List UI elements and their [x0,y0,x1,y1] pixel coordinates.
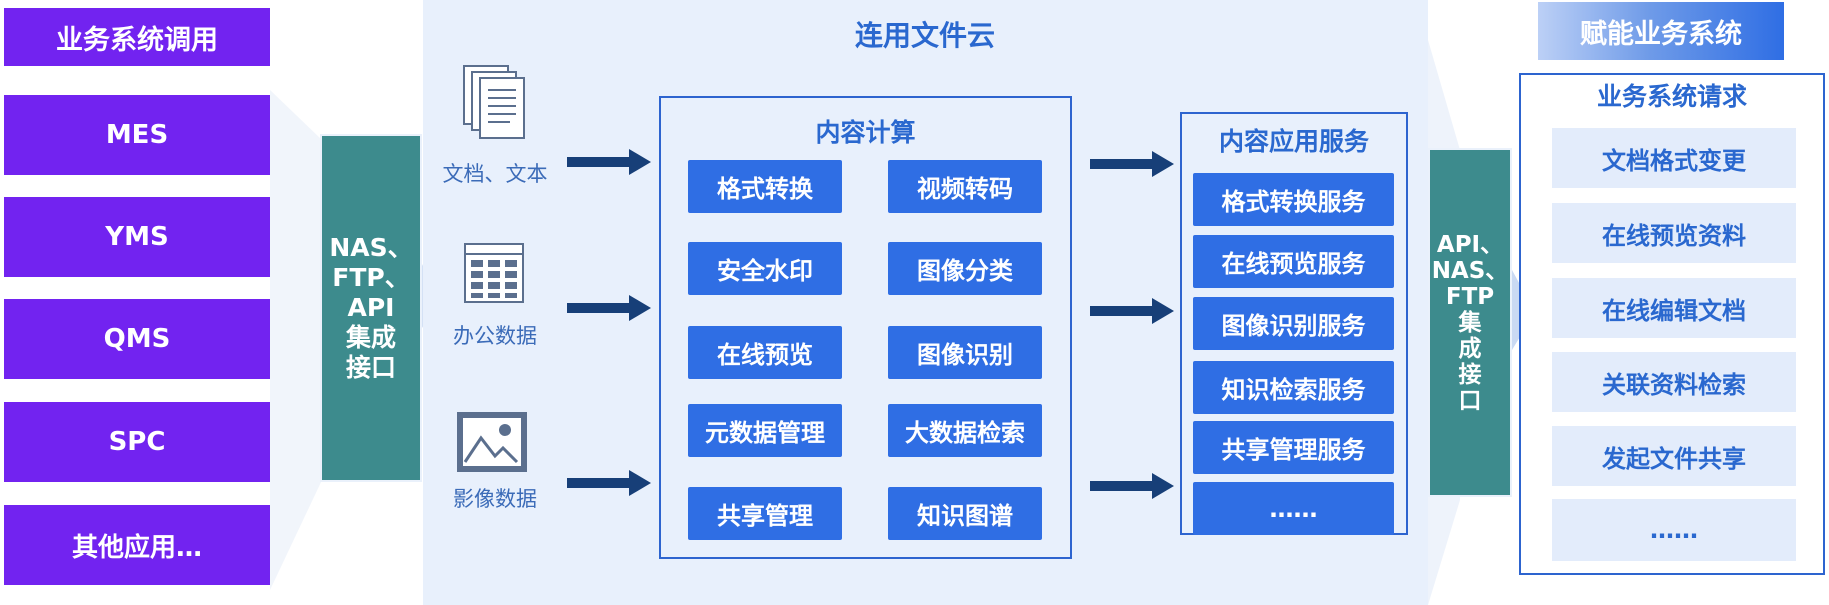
integration-interface-right: API、 NAS、 FTP 集 成 接 口 [1430,150,1510,495]
system-other[interactable]: 其他应用… [4,505,270,585]
compute-online-preview[interactable]: 在线预览 [688,326,842,379]
service-share-management[interactable]: 共享管理服务 [1193,421,1394,474]
service-more[interactable]: …… [1193,482,1394,535]
integration-interface-left: NAS、 FTP、 API 集成 接口 [322,136,420,480]
request-file-share[interactable]: 发起文件共享 [1552,426,1796,486]
left-funnel [270,90,322,590]
content-services-title: 内容应用服务 [1218,127,1369,156]
integration-left-label: NAS、 FTP、 API 集成 接口 [329,233,413,382]
compute-big-data-search[interactable]: 大数据检索 [888,404,1042,457]
system-spc[interactable]: SPC [4,402,270,482]
arrow-documents [567,149,651,175]
system-yms[interactable]: YMS [4,197,270,277]
arrow-compute-to-services-2 [1090,298,1174,324]
image-icon [457,412,527,472]
business-call-title: 业务系统调用 [4,8,270,66]
compute-video-transcode[interactable]: 视频转码 [888,160,1042,213]
arrow-compute-to-services-1 [1090,151,1174,177]
service-format-conversion[interactable]: 格式转换服务 [1193,173,1394,226]
compute-security-watermark[interactable]: 安全水印 [688,242,842,295]
enabled-business-title: 赋能业务系统 [1538,2,1784,60]
request-format-change[interactable]: 文档格式变更 [1552,128,1796,188]
source-label-images: 影像数据 [453,487,537,511]
request-related-search[interactable]: 关联资料检索 [1552,352,1796,412]
source-label-office: 办公数据 [453,324,537,348]
spreadsheet-icon [464,243,524,303]
compute-format-conversion[interactable]: 格式转换 [688,160,842,213]
compute-metadata-management[interactable]: 元数据管理 [688,404,842,457]
arrow-images [567,470,651,496]
system-mes[interactable]: MES [4,95,270,175]
arrow-compute-to-services-3 [1090,473,1174,499]
arrow-office [567,295,651,321]
compute-image-classification[interactable]: 图像分类 [888,242,1042,295]
service-knowledge-search[interactable]: 知识检索服务 [1193,361,1394,414]
source-label-documents: 文档、文本 [442,162,548,186]
request-online-preview[interactable]: 在线预览资料 [1552,203,1796,263]
system-qms[interactable]: QMS [4,299,270,379]
compute-knowledge-graph[interactable]: 知识图谱 [888,487,1042,540]
business-request-subtitle: 业务系统请求 [1596,82,1747,111]
service-online-preview[interactable]: 在线预览服务 [1193,235,1394,288]
file-cloud-title: 连用文件云 [854,19,995,52]
compute-share-management[interactable]: 共享管理 [688,487,842,540]
compute-image-recognition[interactable]: 图像识别 [888,326,1042,379]
integration-right-label: API、 NAS、 FTP 集 成 接 口 [1431,231,1509,414]
document-icon [463,65,525,139]
content-compute-frame [659,96,1072,559]
content-compute-title: 内容计算 [815,118,916,147]
service-image-recognition[interactable]: 图像识别服务 [1193,297,1394,350]
request-online-edit[interactable]: 在线编辑文档 [1552,278,1796,338]
request-more[interactable]: …… [1552,499,1796,561]
